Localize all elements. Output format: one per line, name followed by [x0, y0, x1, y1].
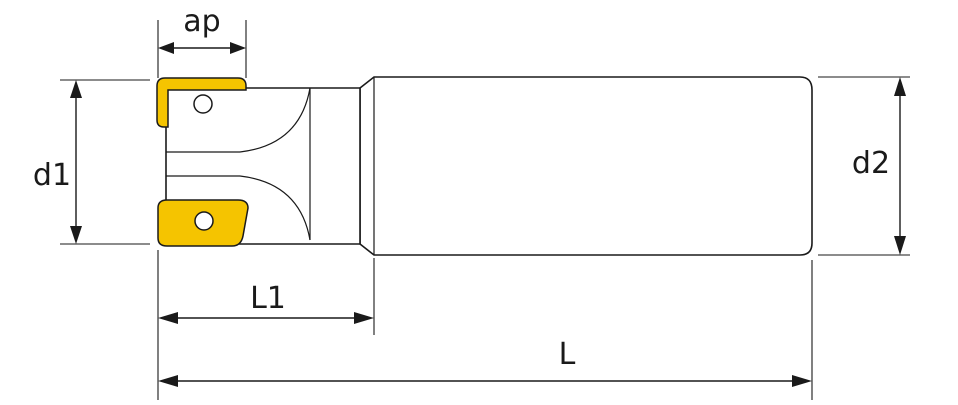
label-ap: ap	[183, 4, 220, 39]
upper-insert-screw-icon	[193, 94, 213, 114]
dimension-L1: L1	[158, 281, 374, 324]
label-d2: d2	[852, 146, 890, 181]
label-L: L	[559, 337, 576, 372]
dimension-d1: d1	[33, 80, 82, 244]
lower-insert-screw-icon	[194, 211, 214, 231]
dimension-d2: d2	[852, 77, 906, 255]
upper-insert	[156, 77, 247, 128]
dimension-ap: ap	[158, 4, 246, 54]
lower-insert	[157, 199, 249, 247]
extension-lines	[60, 20, 910, 400]
label-d1: d1	[33, 158, 71, 193]
label-L1: L1	[250, 281, 286, 316]
dimension-L: L	[158, 337, 812, 387]
upper-insert-plate	[156, 77, 247, 128]
tool-shank	[359, 76, 813, 256]
